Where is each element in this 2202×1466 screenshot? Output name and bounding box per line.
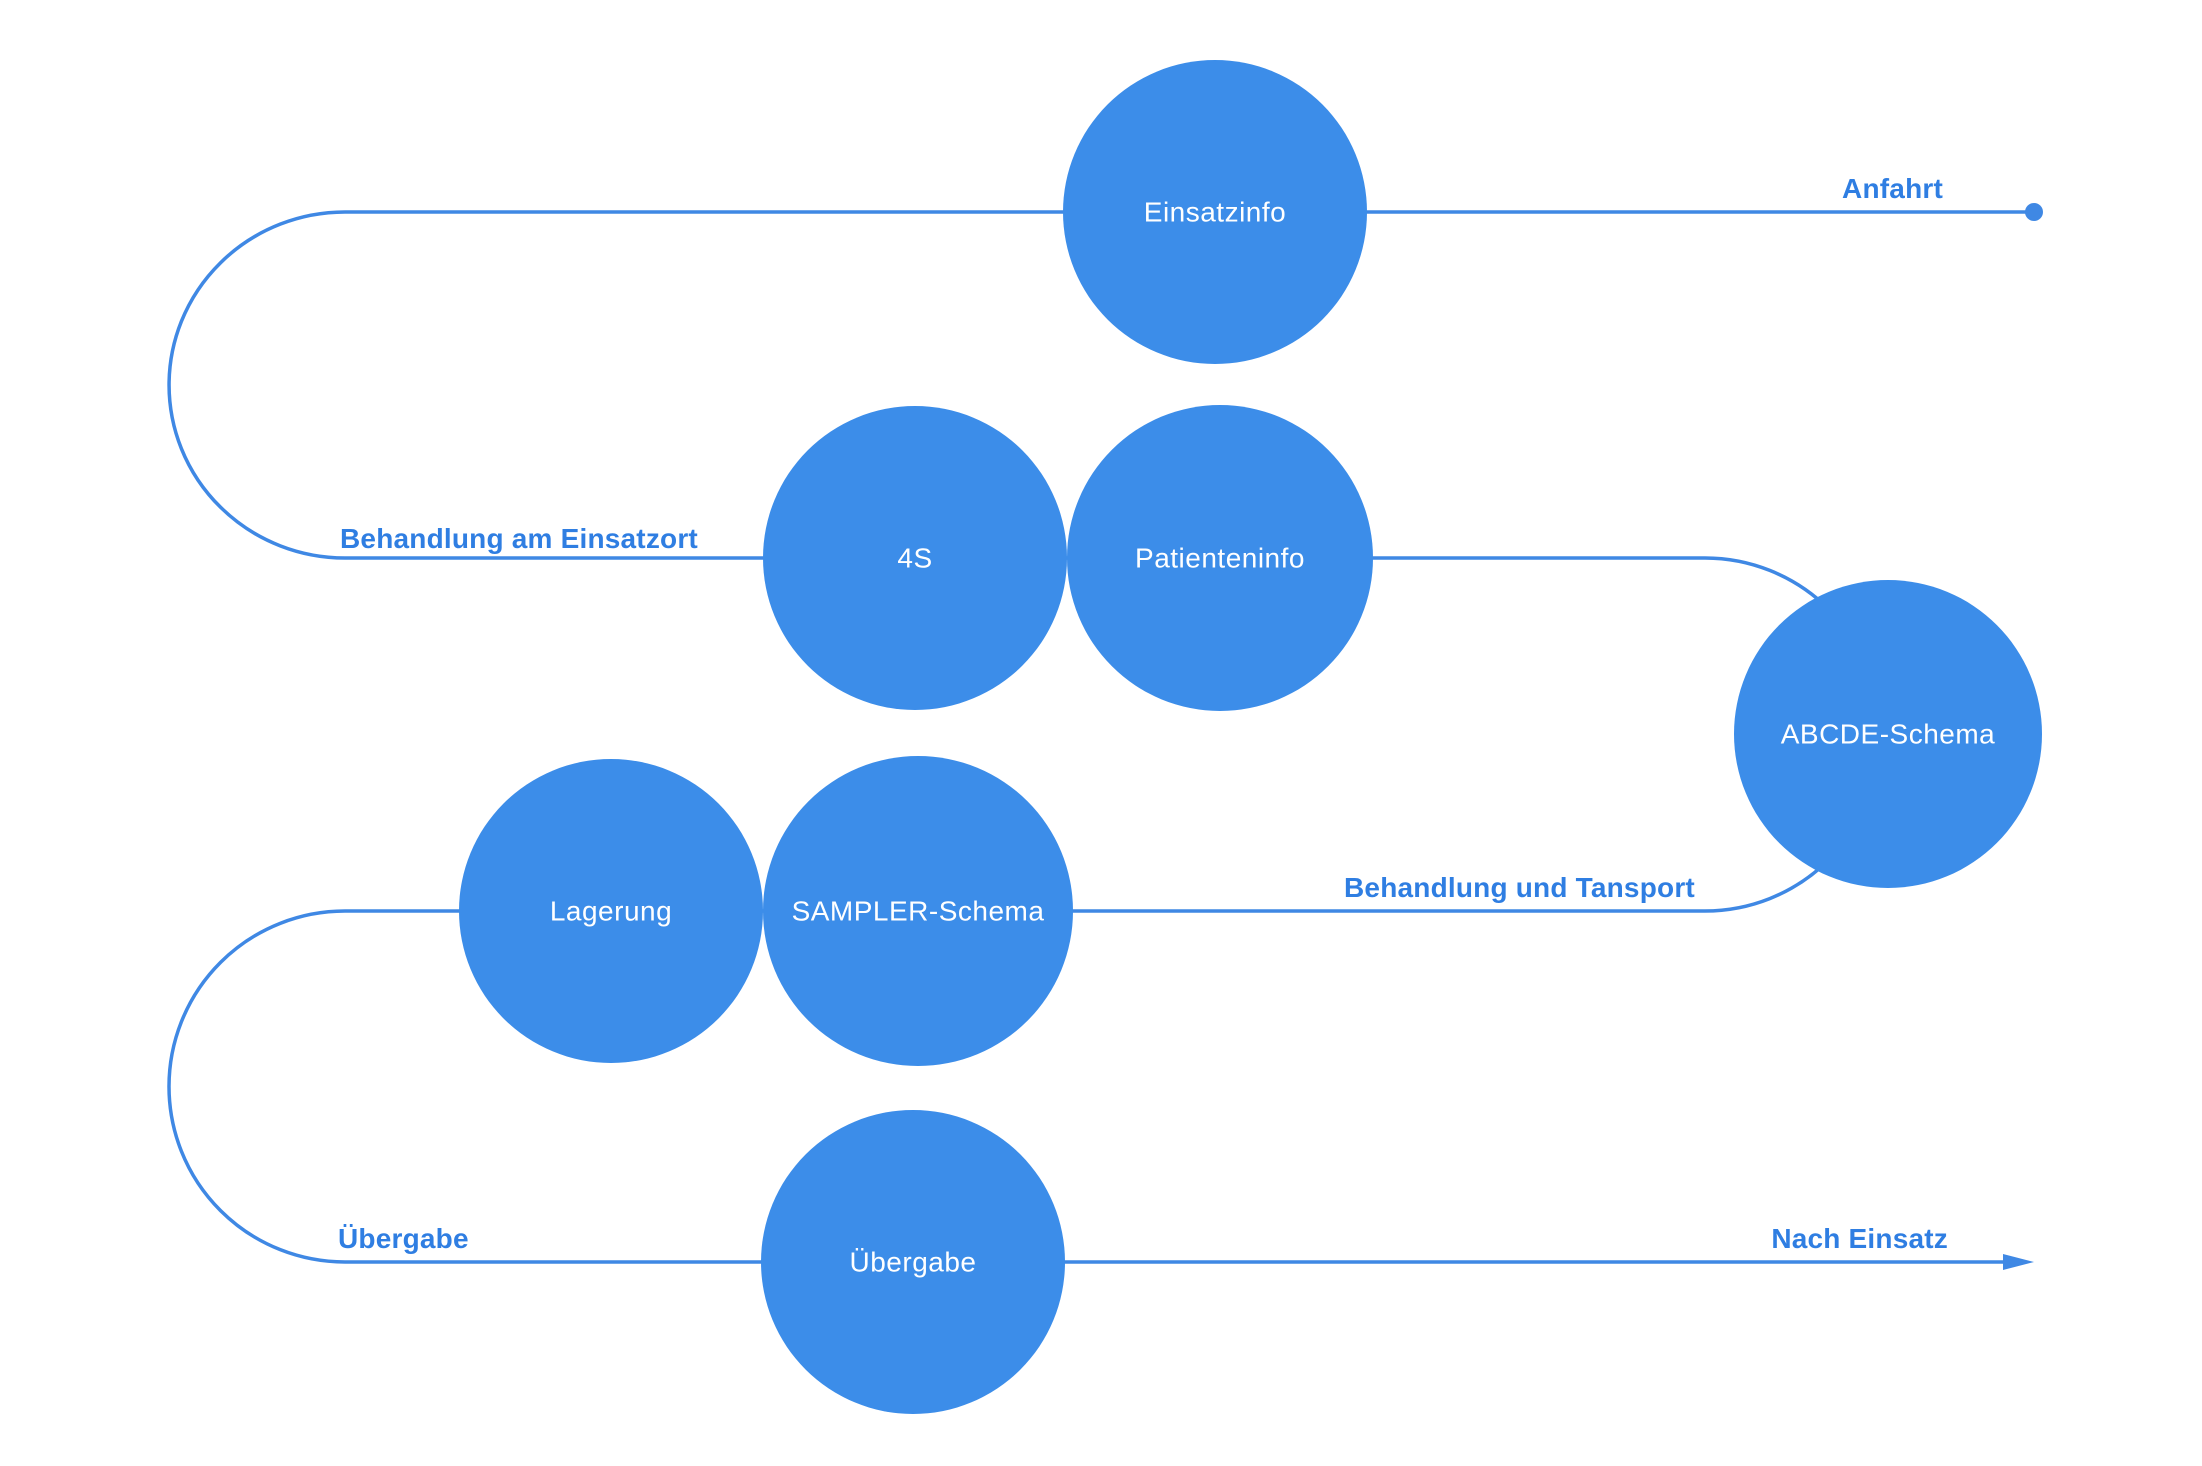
phase-label-behandlung-und-tansport: Behandlung und Tansport <box>1344 872 1695 903</box>
node-sampler-schema: SAMPLER-Schema <box>763 756 1073 1066</box>
node-4s: 4S <box>763 406 1067 710</box>
node-patienteninfo: Patienteninfo <box>1067 405 1373 711</box>
node-patienteninfo-circle <box>1067 405 1373 711</box>
node-lagerung-circle <box>459 759 763 1063</box>
phase-label-anfahrt: Anfahrt <box>1842 173 1943 204</box>
node-lagerung: Lagerung <box>459 759 763 1063</box>
node-einsatzinfo-circle <box>1063 60 1367 364</box>
node-lagerung-label: Lagerung <box>550 896 672 927</box>
node-einsatzinfo-label: Einsatzinfo <box>1144 197 1286 228</box>
node-abcde-schema-label: ABCDE-Schema <box>1781 719 1996 750</box>
path-start-dot-icon <box>2025 203 2043 221</box>
node-uebergabe-circle <box>761 1110 1065 1414</box>
node-sampler-schema-label: SAMPLER-Schema <box>792 896 1045 927</box>
path-end-arrowhead-icon <box>2003 1254 2034 1270</box>
phase-label-behandlung-am-einsatzort: Behandlung am Einsatzort <box>340 523 698 554</box>
node-sampler-schema-circle <box>763 756 1073 1066</box>
node-abcde-schema: ABCDE-Schema <box>1734 580 2042 888</box>
phase-label-nach-einsatz: Nach Einsatz <box>1771 1223 1948 1254</box>
phase-label-uebergabe: Übergabe <box>338 1223 469 1254</box>
node-uebergabe: Übergabe <box>761 1110 1065 1414</box>
node-4s-label: 4S <box>897 543 932 574</box>
node-patienteninfo-label: Patienteninfo <box>1135 543 1305 574</box>
node-4s-circle <box>763 406 1067 710</box>
node-abcde-schema-circle <box>1734 580 2042 888</box>
node-einsatzinfo: Einsatzinfo <box>1063 60 1367 364</box>
node-uebergabe-label: Übergabe <box>850 1247 977 1278</box>
